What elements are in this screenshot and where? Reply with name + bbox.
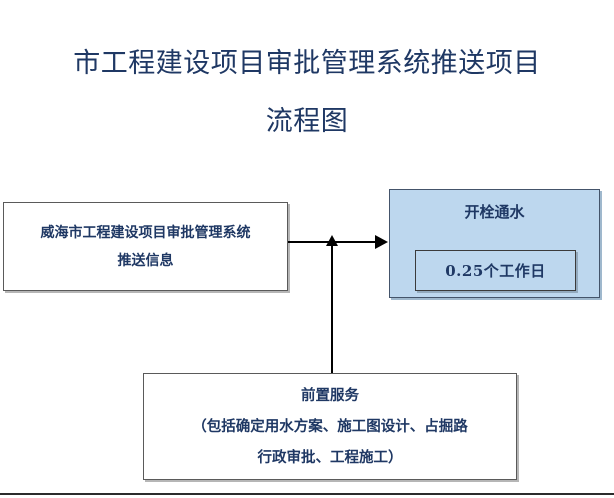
node-source-system[interactable]: 威海市工程建设项目审批管理系统 推送信息: [3, 202, 288, 291]
process-node-header: 开栓通水: [464, 203, 525, 221]
source-to-process-arrow-icon: [375, 235, 388, 249]
pre-service-line-3: 行政审批、工程施工）: [257, 449, 403, 466]
pre-service-line-1: 前置服务: [301, 387, 359, 404]
pre-service-line-2: （包括确定用水方案、施工图设计、占掘路: [192, 418, 468, 435]
process-node-duration-label: 0.25个工作日: [445, 261, 546, 280]
process-node-duration-box[interactable]: 0.25个工作日: [415, 250, 576, 291]
pre-service-arrow-icon: [326, 235, 338, 246]
page-bottom-rule: [0, 493, 614, 495]
page-title-line-2: 流程图: [265, 106, 349, 137]
source-node-line-2: 推送信息: [117, 252, 174, 269]
node-pre-service[interactable]: 前置服务 （包括确定用水方案、施工图设计、占掘路 行政审批、工程施工）: [143, 373, 517, 480]
pre-service-connector-line: [331, 243, 333, 374]
node-process-water-connection[interactable]: 开栓通水 0.25个工作日: [389, 189, 600, 298]
page-title-line-1: 市工程建设项目审批管理系统推送项目: [73, 48, 541, 79]
source-node-line-1: 威海市工程建设项目审批管理系统: [40, 224, 251, 241]
